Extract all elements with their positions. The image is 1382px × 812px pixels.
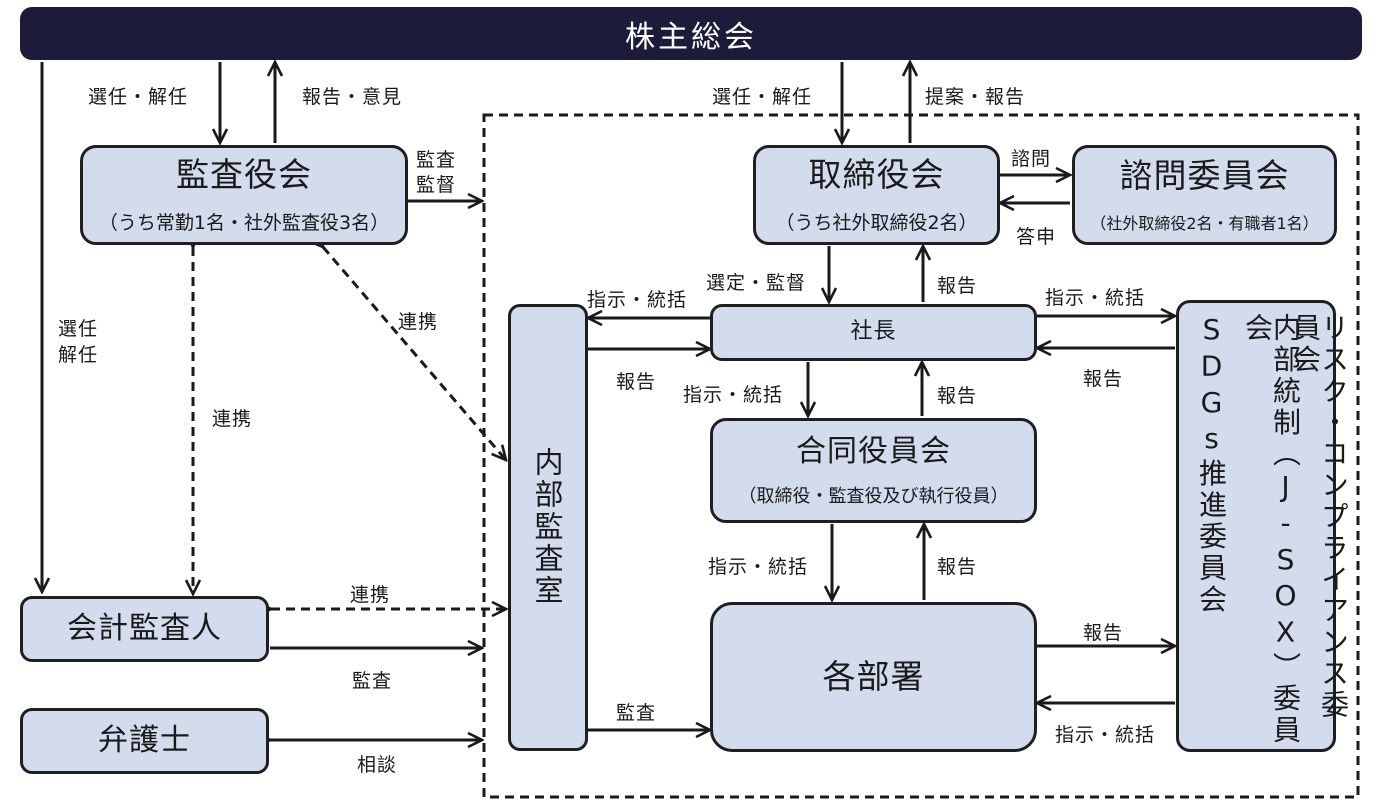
president-box: 社長: [710, 304, 1037, 361]
lawyer-title: 弁護士: [98, 723, 191, 758]
label-proposal-report: 提案・報告: [925, 86, 1026, 108]
board-of-directors-box: 取締役会 （うち社外取締役2名）: [753, 145, 1000, 245]
label-elect-accountant-1: 選任: [58, 318, 99, 340]
audit-board-box: 監査役会 （うち常勤1名・社外監査役3名）: [80, 145, 408, 245]
label-instruct-departments: 指示・統括: [708, 556, 809, 578]
label-cooperate-accountant-internal: 連携: [350, 584, 391, 606]
label-supervise: 監督: [416, 174, 457, 196]
label-report-joint: 報告: [937, 556, 978, 578]
audit-board-subtitle: （うち常勤1名・社外監査役3名）: [98, 212, 390, 235]
label-report-president: 報告: [937, 385, 978, 407]
label-elect-dismiss-auditors: 選任・解任: [88, 86, 189, 108]
audit-board-title: 監査役会: [176, 154, 312, 194]
accounting-auditor-box: 会計監査人: [20, 596, 269, 662]
joint-officers-meeting-subtitle: （取締役・監査役及び執行役員）: [738, 485, 1009, 507]
label-audit-internal: 監査: [616, 702, 657, 724]
accounting-auditor-title: 会計監査人: [67, 611, 222, 646]
label-cooperate-internal: 連携: [398, 311, 439, 333]
internal-audit-office-box: 内部監査室: [508, 304, 588, 751]
shareholders-meeting-bar: 株主総会: [20, 7, 1362, 60]
risk-compliance-committee-label: リスク・コンプライアンス委員会: [1289, 313, 1350, 722]
lawyer-box: 弁護士: [20, 708, 269, 774]
label-consult-lawyer: 相談: [357, 754, 398, 776]
advisory-committee-subtitle: （社外取締役2名・有職者1名）: [1090, 213, 1319, 233]
label-elect-dismiss-board: 選任・解任: [712, 86, 813, 108]
internal-audit-office-title: 内部監査室: [530, 447, 564, 607]
advisory-committee-box: 諮問委員会 （社外取締役2名・有職者1名）: [1072, 145, 1337, 245]
label-audit-accountant: 監査: [352, 670, 393, 692]
departments-box: 各部署: [710, 602, 1037, 752]
label-audit: 監査: [416, 149, 457, 171]
label-instruct-joint: 指示・統括: [683, 384, 784, 406]
label-instruct-committee: 指示・統括: [1045, 287, 1146, 309]
board-subtitle: （うち社外取締役2名）: [775, 212, 978, 235]
label-instruct-from-committee: 指示・統括: [1055, 724, 1156, 746]
label-cooperate-accountant-vertical: 連携: [212, 408, 253, 430]
label-report-internal: 報告: [616, 371, 657, 393]
label-report-from-committee: 報告: [1083, 368, 1124, 390]
dashed-arrow-auditors-internal: [323, 247, 506, 460]
shareholders-meeting-title: 株主総会: [625, 19, 757, 55]
label-instruct-internal: 指示・統括: [587, 289, 688, 311]
internal-control-committee-label: 内部統制（J-SOX）委員会: [1241, 313, 1302, 747]
committees-box: リスク・コンプライアンス委員会 内部統制（J-SOX）委員会 SDGs推進委員会: [1176, 300, 1350, 752]
president-title: 社長: [850, 319, 897, 345]
joint-officers-meeting-title: 合同役員会: [796, 433, 951, 469]
board-title: 取締役会: [808, 154, 945, 194]
departments-title: 各部署: [822, 657, 925, 697]
label-report-board: 報告: [937, 275, 978, 297]
advisory-committee-title: 諮問委員会: [1119, 156, 1290, 196]
label-select-supervise: 選定・監督: [706, 272, 807, 294]
label-elect-accountant-2: 解任: [58, 344, 99, 366]
label-report-to-committee: 報告: [1083, 622, 1124, 644]
label-consult-advisory: 諮問: [1011, 148, 1052, 170]
label-report-opinion: 報告・意見: [302, 86, 403, 108]
label-reply: 答申: [1016, 226, 1057, 248]
sdgs-committee-label: SDGs推進委員会: [1195, 313, 1228, 616]
company-boundary: [482, 113, 1360, 799]
joint-officers-meeting-box: 合同役員会 （取締役・監査役及び執行役員）: [710, 418, 1037, 523]
